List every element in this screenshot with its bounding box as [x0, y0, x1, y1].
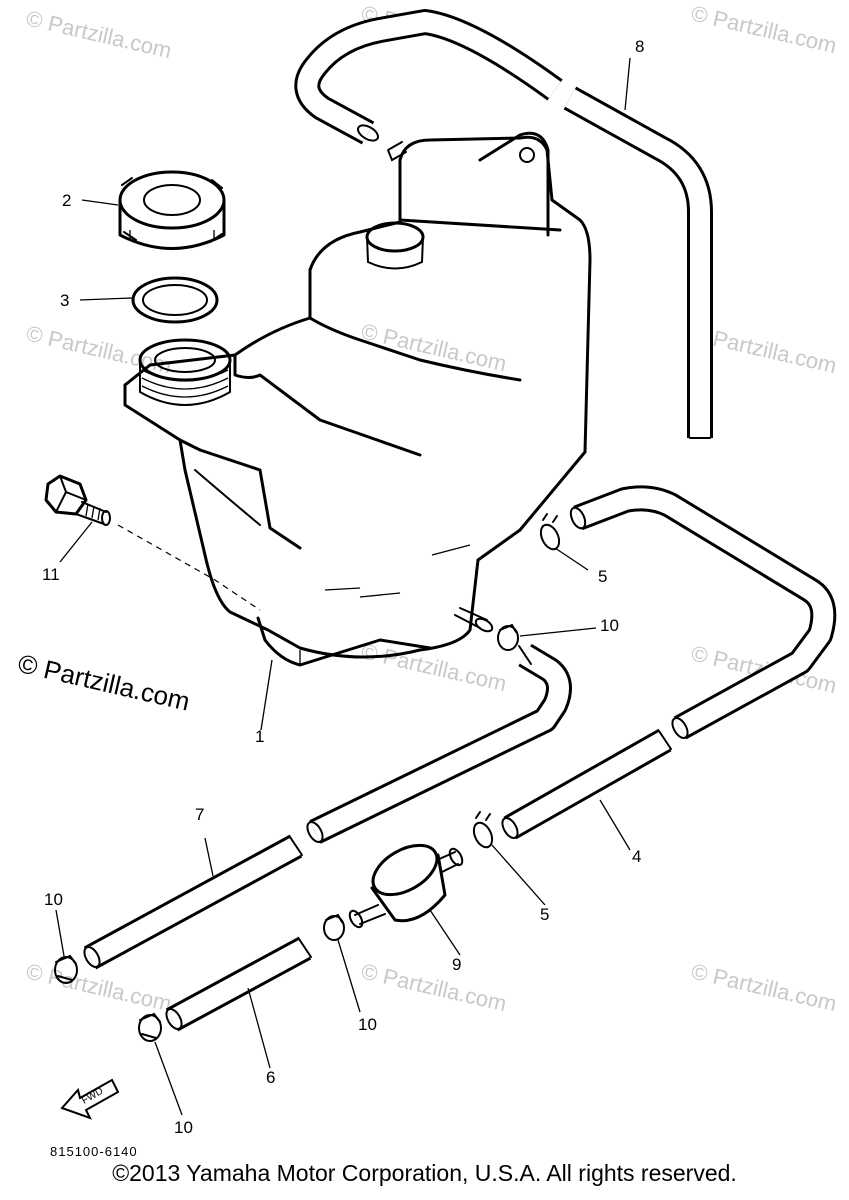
clamp-10-tank: [497, 623, 519, 651]
label-part-10-valve: 10: [358, 1015, 377, 1034]
bolt-part-11: [44, 474, 261, 611]
hose-part-7: [83, 834, 303, 970]
watermark: © Partzilla.com: [359, 959, 509, 1017]
watermark: © Partzilla.com: [689, 959, 839, 1017]
label-part-5-mid: 5: [540, 905, 549, 924]
label-part-3: 3: [60, 291, 69, 310]
label-part-4: 4: [632, 847, 641, 866]
hose-part-4: [501, 728, 672, 840]
label-part-10-bottom: 10: [174, 1118, 193, 1137]
label-part-5-top: 5: [598, 567, 607, 586]
label-part-10-left: 10: [44, 890, 63, 909]
label-part-6: 6: [266, 1068, 275, 1087]
clamp-5-mid: [472, 811, 494, 849]
seal-part-3: [131, 276, 219, 324]
label-part-7: 7: [195, 805, 204, 824]
clamps: [54, 513, 561, 1042]
clamp-10-bottom: [138, 1012, 162, 1042]
watermark: © Partzilla.com: [24, 6, 174, 64]
clamp-10-valve: [323, 913, 345, 941]
clamp-10-left: [54, 954, 78, 984]
drawing-code: 815100-6140: [50, 1144, 138, 1159]
leader-lines: [55, 57, 631, 1116]
label-part-8: 8: [635, 37, 644, 56]
copyright-text: ©2013 Yamaha Motor Corporation, U.S.A. A…: [112, 1160, 737, 1186]
part-labels: 2 3 8 11 1 5 10 4 5 9 7 6 10 10 10: [42, 37, 644, 1137]
fwd-label: FWD: [80, 1086, 105, 1107]
watermark: © Partzilla.com: [24, 321, 174, 379]
hose-part-6: [165, 936, 312, 1032]
valve-part-9: [348, 843, 464, 929]
hose-outlet: [306, 643, 572, 844]
watermark: © Partzilla.com: [689, 1, 839, 59]
watermark-group: © Partzilla.com © Partzilla.com © Partzi…: [24, 1, 839, 1017]
label-part-2: 2: [62, 191, 71, 210]
cap-part-2: [118, 170, 226, 250]
label-part-9: 9: [452, 955, 461, 974]
label-part-1: 1: [255, 727, 264, 746]
label-part-11: 11: [42, 565, 60, 584]
clamp-5-top: [539, 513, 561, 551]
hose-8: [294, 9, 713, 439]
label-part-10-tank: 10: [600, 616, 619, 635]
fwd-arrow: FWD: [60, 1078, 120, 1120]
hose-right-loop: [569, 485, 837, 740]
reservoir-tank: [123, 131, 592, 667]
